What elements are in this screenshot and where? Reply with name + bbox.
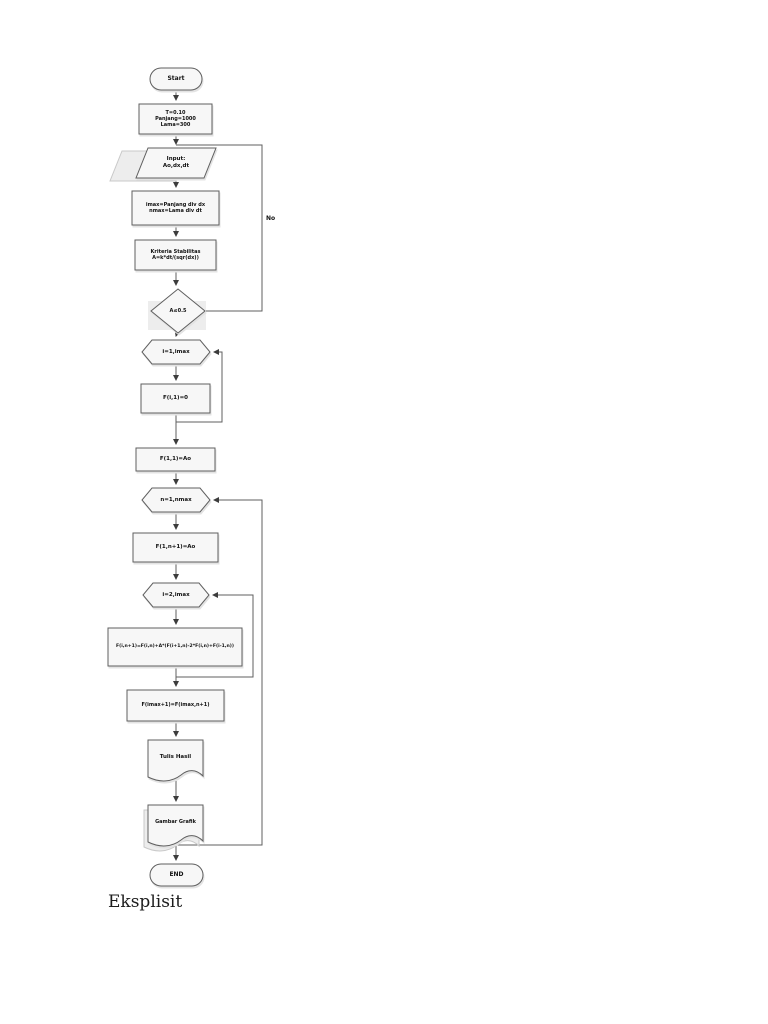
init-process-shape: [138, 103, 213, 135]
no-branch-label: No: [266, 215, 276, 222]
start-terminator-shape: [149, 67, 203, 91]
loopi2-hexagon-shape: [142, 582, 210, 608]
connector-no-feedback: [176, 144, 263, 312]
loopn-hexagon-shape: [141, 487, 211, 513]
grafik-document-shape: [147, 804, 204, 847]
page-caption: Eksplisit: [108, 892, 183, 912]
connector-loopn-back: [176, 497, 263, 846]
decision-diamond-shape: [150, 288, 206, 334]
loopi1-hexagon-shape: [141, 339, 211, 365]
bcright-process-shape: [126, 689, 225, 722]
shapes: [107, 67, 243, 887]
connector-loopi1-back: [176, 349, 223, 423]
initf-process-shape: [140, 383, 211, 414]
formula-process-shape: [107, 627, 243, 667]
connector-decision-loopi1: [174, 330, 181, 337]
connector-loopi2-back: [176, 592, 254, 678]
input-parallelogram-shape: [135, 147, 217, 179]
bcleft-process-shape: [135, 447, 216, 472]
connectors: [173, 90, 263, 861]
tulis-document-shape: [147, 739, 204, 782]
kriteria-process-shape: [134, 239, 217, 271]
maxcalc-process-shape: [131, 190, 220, 226]
bctime-process-shape: [132, 532, 219, 563]
end-terminator-shape: [149, 863, 204, 887]
